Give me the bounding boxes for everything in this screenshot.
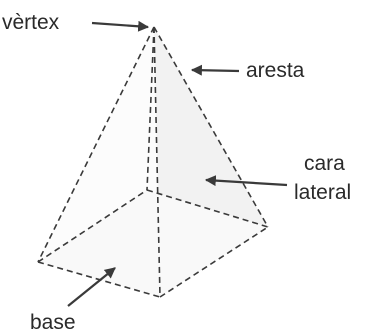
vertex-arrow xyxy=(91,20,150,32)
edge-arrow xyxy=(190,64,240,76)
edge-apex-left xyxy=(37,26,155,263)
edge-apex-right xyxy=(153,26,269,228)
edge-base-front-left xyxy=(37,261,161,298)
base-arrow xyxy=(67,267,116,307)
lateral-face-label-line2: lateral xyxy=(294,181,351,204)
edge-label: aresta xyxy=(246,59,305,82)
lateral-face-label-line1: cara xyxy=(304,152,345,175)
edge-base-front-right xyxy=(159,226,269,298)
edge-apex-front xyxy=(153,26,161,298)
hidden-edge-apex-back xyxy=(146,26,155,191)
vertex-label: vèrtex xyxy=(2,11,60,34)
hidden-edge-base-back-left xyxy=(37,189,148,263)
base-label: base xyxy=(30,311,76,334)
hidden-edge-base-back-right xyxy=(146,189,269,228)
base-face xyxy=(38,190,268,297)
lateral-face-arrow xyxy=(204,175,288,187)
